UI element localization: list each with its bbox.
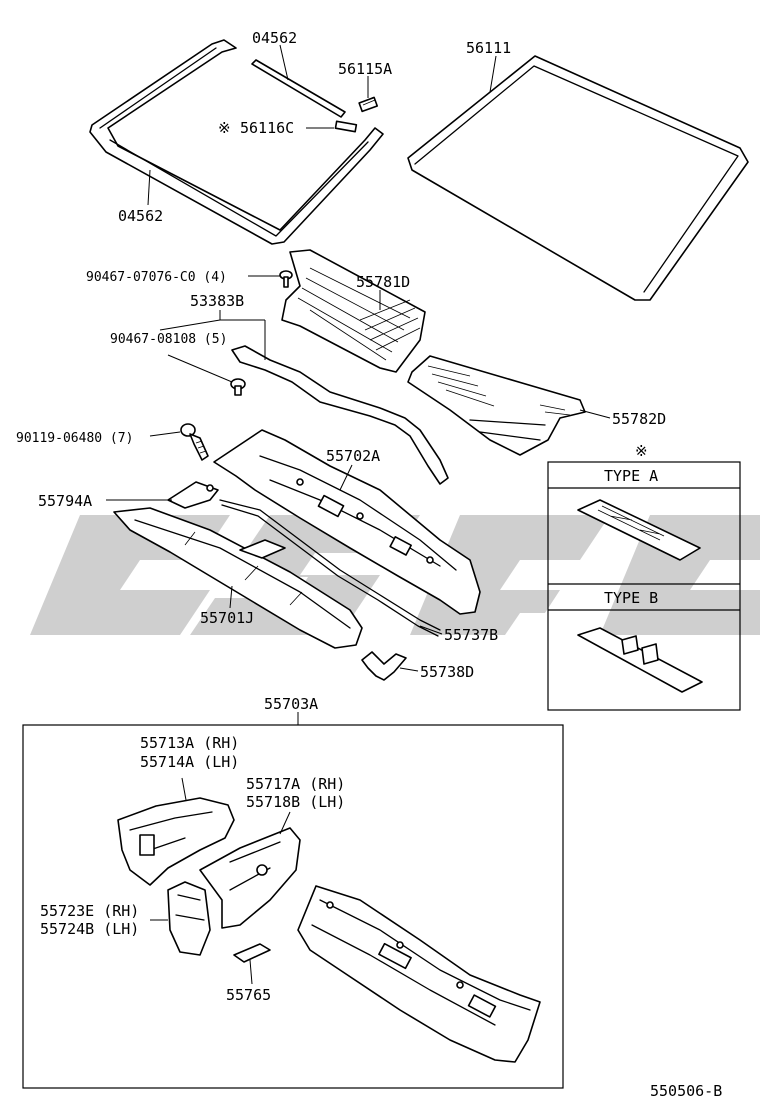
type-b-clip — [577, 627, 703, 693]
type-box-mark: ※ — [635, 442, 648, 460]
hose-55738D — [361, 651, 407, 681]
cowl-side-55701J — [113, 507, 363, 649]
bracket-55717A — [199, 827, 301, 929]
label-55794A: 55794A — [38, 492, 92, 510]
label-56116C: 56116C — [240, 119, 294, 137]
type-box — [547, 461, 741, 711]
bolt-90119-06480 — [180, 423, 209, 461]
cowl-panel-55702A — [213, 429, 481, 615]
label-55738D: 55738D — [420, 663, 474, 681]
label-55714A: 55714A (LH) — [140, 753, 239, 771]
label-55717A: 55717A (RH) — [246, 775, 345, 793]
label-55737B: 55737B — [444, 626, 498, 644]
label-type-a: TYPE A — [604, 467, 658, 485]
leader-lines — [106, 44, 611, 985]
moulding-04562 — [89, 39, 384, 245]
label-55703A: 55703A — [264, 695, 318, 713]
label-90467-07076: 90467-07076-C0 (4) — [86, 270, 227, 285]
label-90119-06480: 90119-06480 (7) — [16, 431, 133, 446]
label-55701J: 55701J — [200, 609, 254, 627]
windshield-56111 — [407, 55, 749, 301]
label-55713A: 55713A (RH) — [140, 734, 239, 752]
diagram-code: 550506-B — [650, 1082, 722, 1100]
clip-90467-08108 — [230, 378, 246, 396]
label-90467-08108: 90467-08108 (5) — [110, 332, 227, 347]
label-55723E: 55723E (RH) — [40, 902, 139, 920]
label-55724B: 55724B (LH) — [40, 920, 139, 938]
clip-56116C — [334, 120, 358, 133]
moulding-strip — [251, 59, 346, 118]
seal-55737B — [219, 499, 441, 637]
label-type-b: TYPE B — [604, 589, 658, 607]
label-55765: 55765 — [226, 986, 271, 1004]
label-55718B: 55718B (LH) — [246, 793, 345, 811]
label-56111: 56111 — [466, 39, 511, 57]
label-55782D: 55782D — [612, 410, 666, 428]
bracket-55713A — [117, 797, 235, 886]
assembly-box-55703A — [22, 724, 564, 1089]
label-55702A: 55702A — [326, 447, 380, 465]
label-04562-bottom: 04562 — [118, 207, 163, 225]
callout-labels: 04562 56115A ※ 56116C 04562 56111 90467-… — [16, 29, 722, 1100]
clip-90467-07076 — [279, 270, 293, 288]
bracket-small — [239, 539, 286, 559]
label-55781D: 55781D — [356, 273, 410, 291]
bracket-55794A — [167, 481, 219, 509]
label-53383B: 53383B — [190, 292, 244, 310]
louver-55781D — [281, 249, 426, 373]
clip-56115A — [358, 96, 379, 113]
plate-55765 — [233, 943, 271, 963]
louver-55782D — [407, 355, 586, 456]
label-56115A: 56115A — [338, 60, 392, 78]
label-56116C-mark: ※ — [218, 119, 231, 137]
label-04562-top: 04562 — [252, 29, 297, 47]
cowl-assembly-panel — [297, 885, 541, 1063]
seal-53383B — [231, 345, 449, 485]
bracket-55723E — [167, 881, 211, 956]
